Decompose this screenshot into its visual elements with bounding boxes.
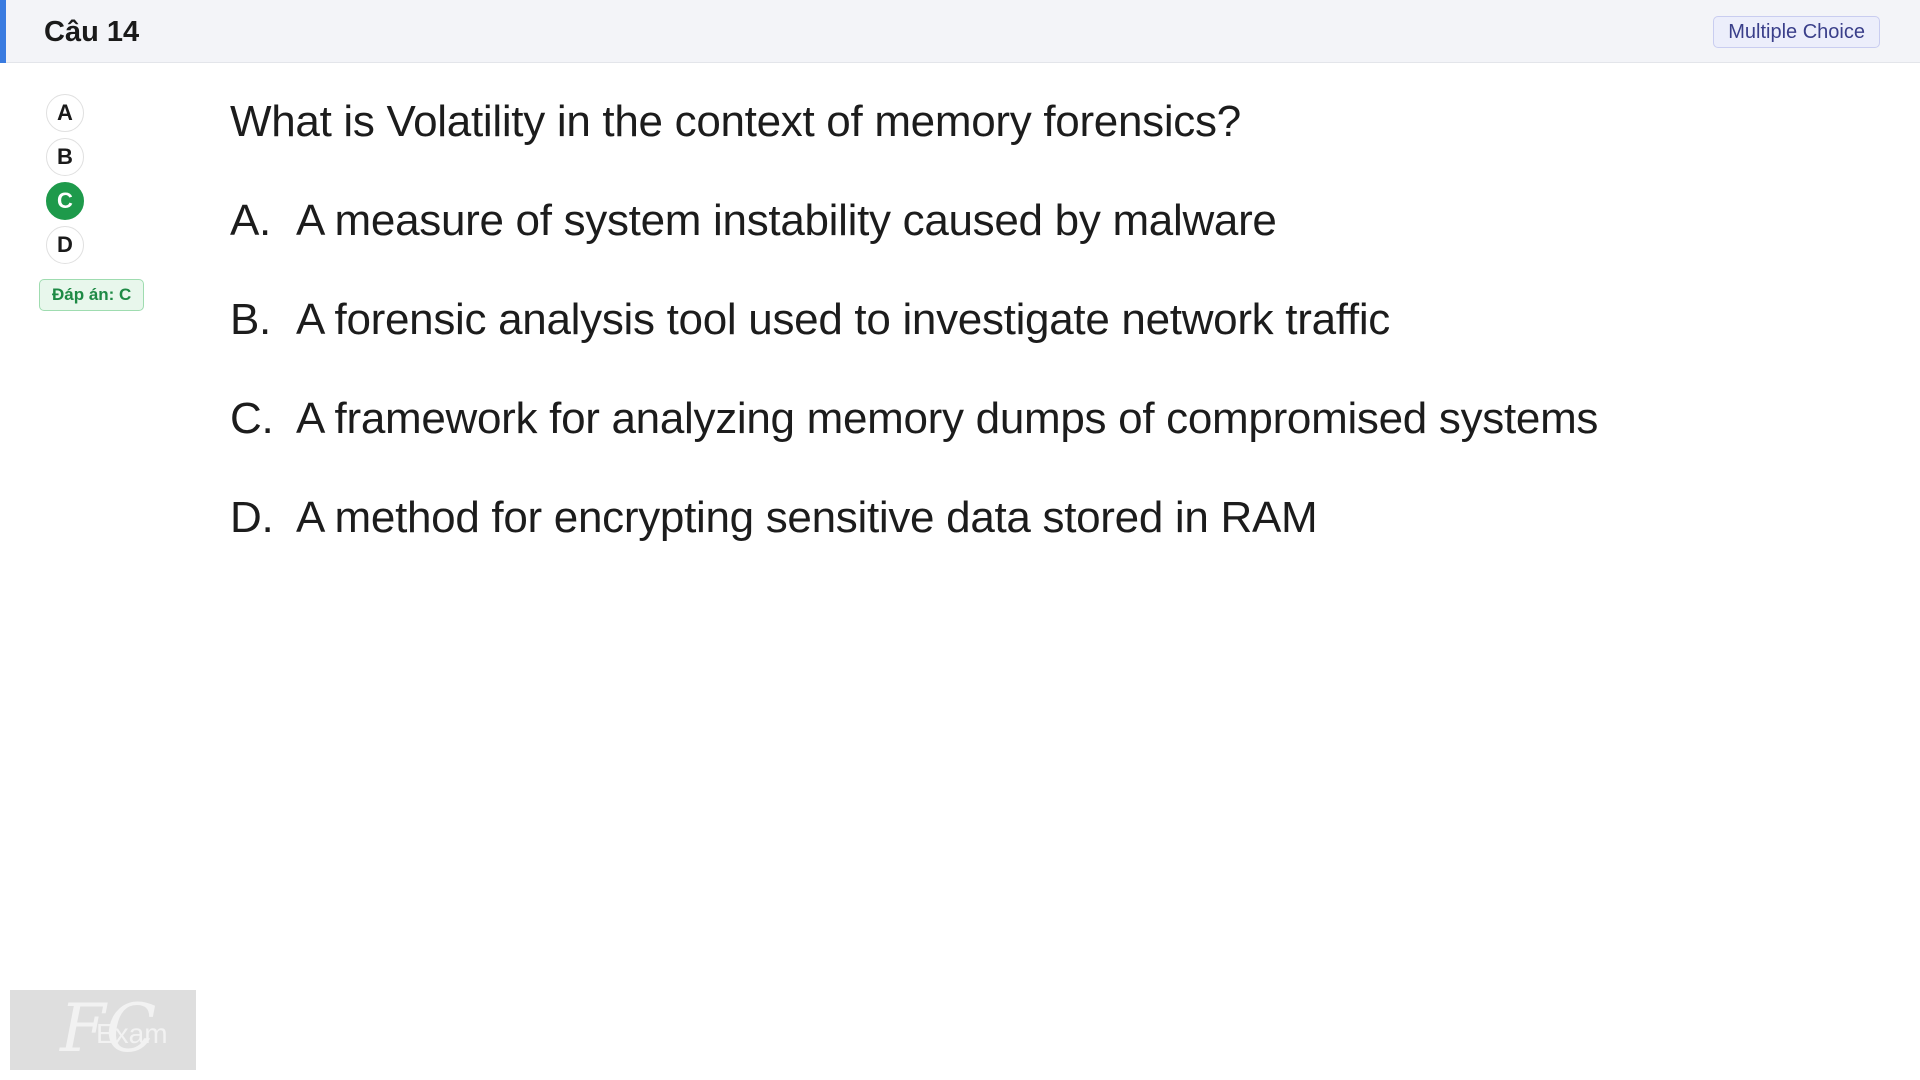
option-text: A framework for analyzing memory dumps o… xyxy=(296,394,1599,443)
option-b: B. A forensic analysis tool used to inves… xyxy=(230,293,1830,347)
option-text: A measure of system instability caused b… xyxy=(296,196,1277,245)
option-d: D. A method for encrypting sensitive data… xyxy=(230,491,1830,545)
option-text: A method for encrypting sensitive data s… xyxy=(296,493,1318,542)
question-content: What is Volatility in the context of mem… xyxy=(230,95,1830,590)
question-number-title: Câu 14 xyxy=(44,16,140,48)
option-c: C. A framework for analyzing memory dumps… xyxy=(230,392,1830,446)
option-a: A. A measure of system instability caused… xyxy=(230,194,1830,248)
option-letter: B. xyxy=(230,295,271,344)
choice-button-c[interactable]: C xyxy=(46,182,84,220)
choice-button-a[interactable]: A xyxy=(46,94,84,132)
choice-button-b[interactable]: B xyxy=(46,138,84,176)
question-type-badge: Multiple Choice xyxy=(1713,16,1880,48)
correct-answer-badge: Đáp án: C xyxy=(39,279,145,311)
watermark-logo-text: Exam xyxy=(96,1018,168,1049)
watermark-logo: FC Exam xyxy=(10,990,196,1070)
choice-button-d[interactable]: D xyxy=(46,226,84,264)
option-letter: A. xyxy=(230,196,271,245)
question-header: Câu 14 Multiple Choice xyxy=(0,0,1920,63)
answer-choice-list: A B C D xyxy=(46,94,86,270)
watermark-logo-mark: FC xyxy=(60,990,157,1067)
header-accent-bar xyxy=(0,0,6,63)
question-text: What is Volatility in the context of mem… xyxy=(230,97,1241,146)
option-letter: C. xyxy=(230,394,274,443)
option-text: A forensic analysis tool used to investi… xyxy=(296,295,1390,344)
option-letter: D. xyxy=(230,493,274,542)
